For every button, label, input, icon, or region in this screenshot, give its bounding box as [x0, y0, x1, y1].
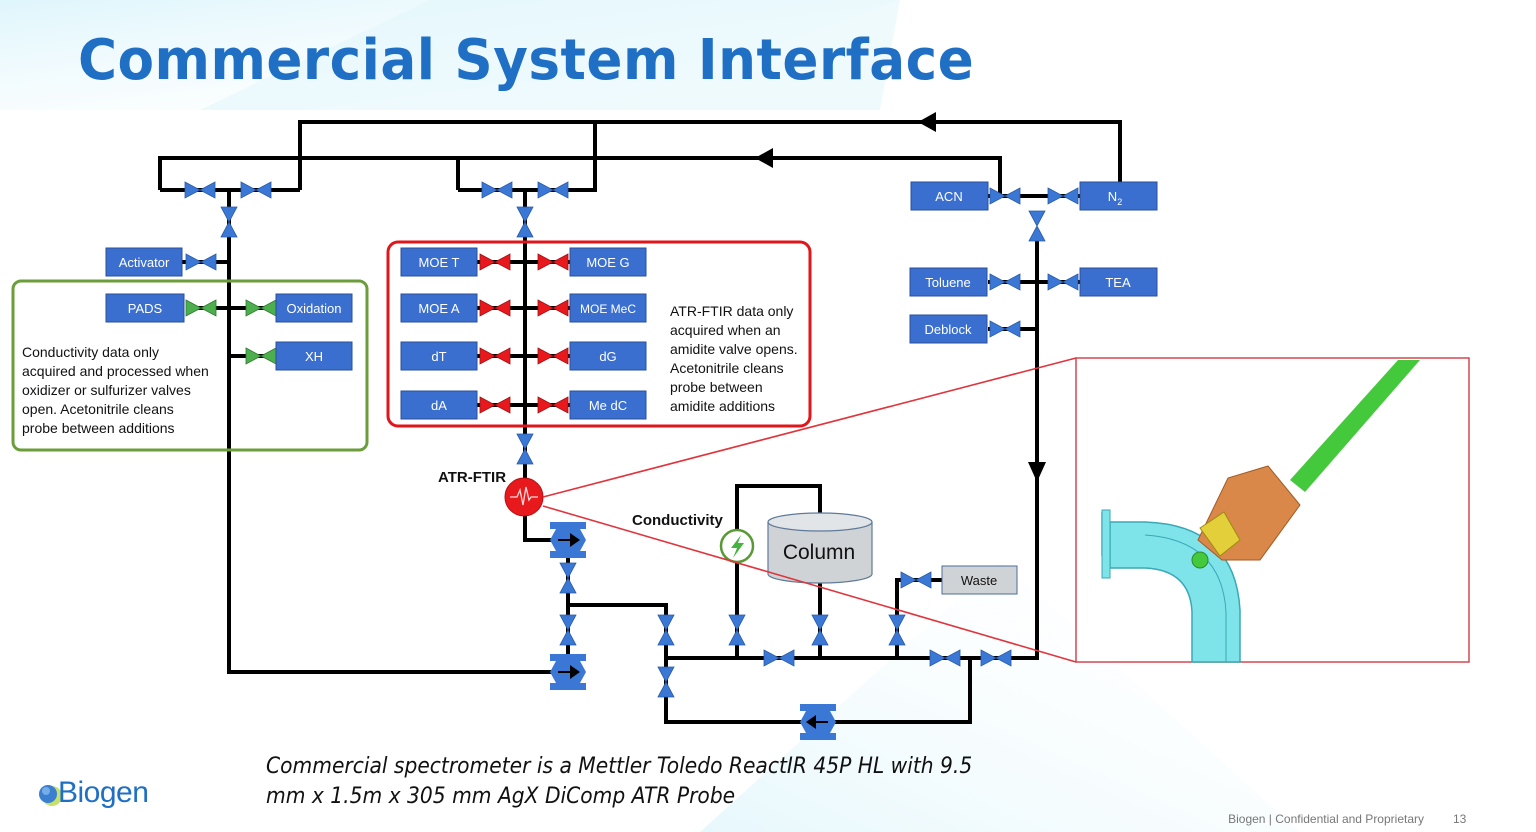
reagent-box-dg: dG	[569, 341, 647, 371]
svg-text:XH: XH	[305, 349, 323, 364]
reagent-box-activator: Activator	[105, 247, 183, 277]
svg-text:Activator: Activator	[119, 255, 170, 270]
reagent-box-moe-g: MOE G	[569, 247, 647, 277]
caption-line-2: mm x 1.5m x 305 mm AgX DiComp ATR Probe	[266, 784, 736, 809]
caption-line-1: Commercial spectrometer is a Mettler Tol…	[266, 754, 973, 779]
reagent-box-moe-mec: MOE MeC	[569, 293, 647, 323]
flow-arrow	[755, 148, 773, 168]
slide-title: Commercial System Interface	[78, 28, 975, 93]
svg-text:dT: dT	[431, 349, 446, 364]
svg-text:TEA: TEA	[1105, 275, 1131, 290]
caption: Commercial spectrometer is a Mettler Tol…	[266, 752, 1057, 812]
svg-text:MOE T: MOE T	[419, 255, 460, 270]
atr-probe-inset-image	[1075, 357, 1470, 663]
globe-icon	[39, 785, 62, 806]
reagent-box-xh: XH	[275, 341, 353, 371]
atr-group-border	[386, 240, 812, 428]
waveform-icon	[504, 477, 544, 517]
svg-text:Toluene: Toluene	[925, 275, 971, 290]
pump-icon	[799, 703, 837, 741]
logo-text: Biogen	[58, 776, 149, 809]
svg-text:amidite valve opens.: amidite valve opens.	[670, 341, 798, 357]
svg-text:Conductivity data only: Conductivity data only	[22, 344, 159, 360]
pump-icon	[549, 653, 587, 691]
svg-text:amidite additions: amidite additions	[670, 398, 775, 414]
reagent-box-da: dA	[400, 390, 478, 420]
reagent-box-oxidation: Oxidation	[275, 293, 353, 323]
svg-text:Me dC: Me dC	[589, 398, 627, 413]
reagent-box-me-dc: Me dC	[569, 390, 647, 420]
page-number: 13	[1453, 812, 1467, 826]
reagent-box-deblock: Deblock	[909, 314, 988, 344]
flow-arrow	[1028, 462, 1046, 482]
reagent-box-moe-a: MOE A	[400, 293, 478, 323]
atr-ftir-label: ATR-FTIR	[438, 469, 506, 486]
waste-box: Waste	[941, 565, 1018, 595]
flow-arrow	[918, 112, 936, 132]
svg-text:N2: N2	[1108, 189, 1122, 207]
svg-text:probe between: probe between	[670, 379, 763, 395]
conductivity-group-border	[11, 279, 369, 452]
svg-text:Oxidation: Oxidation	[287, 301, 342, 316]
svg-text:Acetonitrile cleans: Acetonitrile cleans	[670, 360, 784, 376]
svg-text:PADS: PADS	[128, 301, 163, 316]
column-vessel: Column	[767, 512, 873, 584]
pump-icon	[549, 521, 587, 559]
svg-text:acquired and processed when: acquired and processed when	[22, 363, 209, 379]
reagent-box-acn: ACN	[910, 181, 989, 211]
svg-text:ATR-FTIR data only: ATR-FTIR data only	[670, 303, 793, 319]
svg-text:ACN: ACN	[935, 189, 962, 204]
conductivity-note: Conductivity data only acquired and proc…	[22, 344, 209, 436]
svg-text:Deblock: Deblock	[925, 322, 972, 337]
svg-text:MOE G: MOE G	[586, 255, 629, 270]
reagent-box-toluene: Toluene	[909, 267, 988, 297]
svg-text:oxidizer or sulfurizer valves: oxidizer or sulfurizer valves	[22, 382, 191, 398]
svg-text:Column: Column	[783, 541, 855, 564]
svg-text:MOE MeC: MOE MeC	[580, 302, 636, 316]
reagent-box-moe-t: MOE T	[400, 247, 478, 277]
callout-line	[542, 505, 1077, 663]
reagent-box-pads: PADS	[105, 293, 185, 323]
svg-text:MOE A: MOE A	[418, 301, 460, 316]
reagent-box-dt: dT	[400, 341, 478, 371]
reagent-box-n2: N2	[1079, 181, 1158, 211]
svg-text:acquired when an: acquired when an	[670, 322, 781, 338]
svg-text:probe between additions: probe between additions	[22, 420, 175, 436]
svg-text:dA: dA	[431, 398, 447, 413]
biogen-logo: Biogen	[36, 776, 149, 810]
callout-line	[542, 357, 1077, 498]
svg-text:open. Acetonitrile cleans: open. Acetonitrile cleans	[22, 401, 174, 417]
svg-text:dG: dG	[599, 349, 616, 364]
reagent-box-tea: TEA	[1079, 267, 1158, 297]
svg-text:Waste: Waste	[961, 573, 997, 588]
atr-note: ATR-FTIR data only acquired when an amid…	[670, 303, 798, 414]
conductivity-label: Conductivity	[632, 512, 723, 529]
footer-confidential: Biogen | Confidential and Proprietary	[1228, 812, 1424, 826]
lightning-icon	[719, 528, 755, 564]
